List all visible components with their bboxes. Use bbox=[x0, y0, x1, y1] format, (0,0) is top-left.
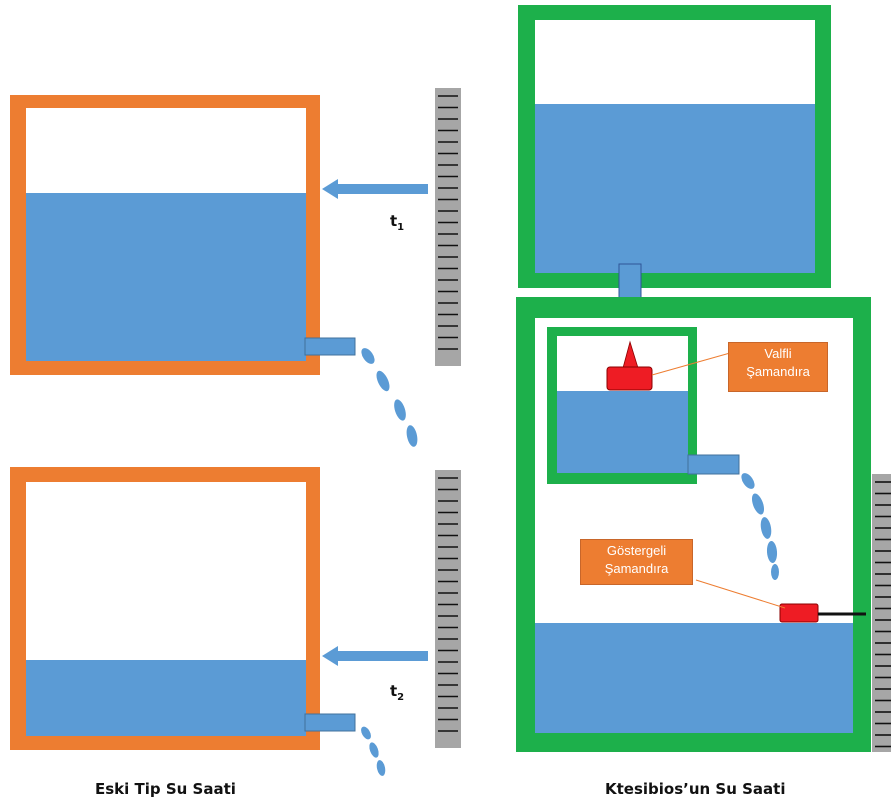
old-clock-caption: Eski Tip Su Saati bbox=[95, 780, 236, 798]
inner-outlet-spout bbox=[687, 454, 740, 475]
upper-reservoir bbox=[518, 5, 831, 288]
indicator-float bbox=[779, 603, 866, 623]
drip-drops-bottom bbox=[361, 726, 386, 776]
drip-drops-right bbox=[741, 473, 779, 580]
indicator-float-callout: Göstergeli Şamandıra bbox=[580, 539, 693, 585]
outlet-spout bbox=[304, 713, 356, 732]
water-level-high bbox=[26, 193, 306, 361]
time-scale-bottom bbox=[435, 470, 461, 748]
lower-tank-water bbox=[535, 623, 853, 733]
time-scale-top bbox=[435, 88, 461, 366]
old-clock-top-vessel bbox=[10, 95, 356, 375]
valve-float bbox=[606, 340, 653, 391]
time-label-t2: t2 bbox=[390, 682, 405, 703]
drip-drops-top bbox=[361, 348, 418, 447]
indicator-float-leader bbox=[695, 579, 786, 609]
valve-float-leader bbox=[651, 352, 731, 376]
level-arrow-bottom bbox=[322, 646, 428, 666]
inner-regulating-vessel bbox=[547, 327, 740, 484]
time-label-t1: t1 bbox=[390, 212, 405, 233]
ktesibios-clock-caption: Ktesibios’un Su Saati bbox=[605, 780, 786, 798]
level-arrow-top bbox=[322, 179, 428, 199]
water-level-low bbox=[26, 660, 306, 736]
valve-float-callout: Valfli Şamandıra bbox=[728, 342, 828, 392]
outlet-spout bbox=[304, 337, 356, 356]
time-scale-right bbox=[872, 474, 891, 752]
old-clock-bottom-vessel bbox=[10, 467, 356, 750]
